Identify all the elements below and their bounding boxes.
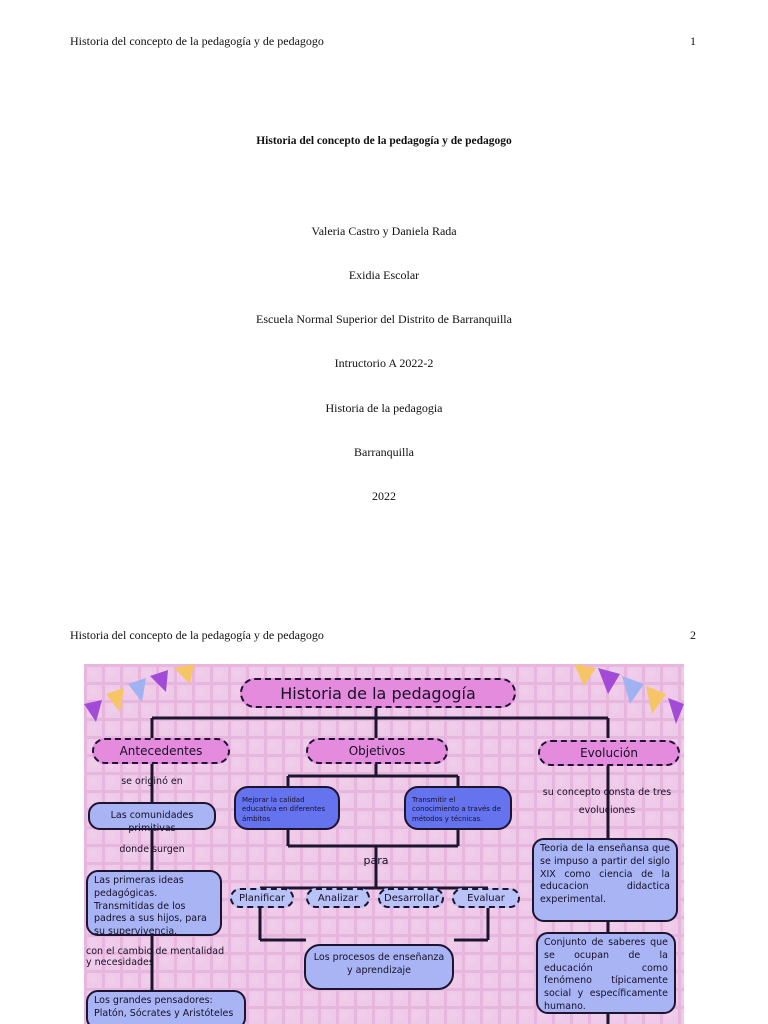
verb-analizar: Analizar [306,888,370,908]
verb-desarrollar: Desarrollar [378,888,444,908]
objetivos-box-1: Mejorar la calidad educativa en diferent… [234,786,340,830]
antecedentes-heading: Antecedentes [92,738,230,764]
right-bunting-icon [574,664,684,724]
title-page: Historia del concepto de la pedagogía y … [70,34,696,503]
year: 2022 [372,489,396,503]
evolucion-link: su concepto consta de tres evoluciones [542,787,672,817]
concept-map: Historia de la pedagogía Antecedentes se… [84,664,684,1024]
antecedentes-link-2: donde surgen [119,844,185,855]
antecedentes-box-2: Las primeras ideas pedagógicas. Transmit… [86,870,222,937]
evolucion-box-2: Conjunto de saberes que se ocupan de la … [536,932,676,1014]
evolucion-box-1: Teoria de la enseñansa que se impuso a p… [532,838,678,922]
verb-evaluar: Evaluar [452,888,520,908]
antecedentes-box-3: Los grandes pensadores: Platón, Sócrates… [86,990,246,1024]
institution: Escuela Normal Superior del Distrito de … [256,312,512,326]
verb-planificar: Planificar [230,888,294,908]
document-title: Historia del concepto de la pedagogía y … [256,135,512,147]
antecedentes-box-1: Las comunidades primitivas [88,802,216,834]
objetivos-heading: Objetivos [306,738,448,764]
topic: Historia de la pedagogia [325,401,443,415]
course: Intructorio A 2022-2 [334,356,434,370]
subject: Exidia Escolar [348,268,420,282]
page-number: 1 [690,34,696,48]
city: Barranquilla [354,445,414,459]
page-number: 2 [690,628,696,642]
objetivos-box-3: Los procesos de enseñanza y aprendizaje [304,944,454,990]
running-head: Historia del concepto de la pedagogía y … [70,34,324,48]
map-title: Historia de la pedagogía [240,678,516,708]
authors: Valeria Castro y Daniela Rada [311,224,457,238]
connector-lines [150,706,610,1024]
objetivos-box-2: Transmitir el conocimiento a través de m… [404,786,512,830]
antecedentes-link-1: se originó en [121,776,183,787]
objetivos-link: para [363,854,389,867]
left-bunting-icon [84,664,194,722]
bunting-decoration [84,664,684,1024]
antecedentes-link-3: con el cambio de mentalidad y necesidade… [86,946,225,968]
running-head: Historia del concepto de la pedagogía y … [70,628,324,642]
evolucion-heading: Evolución [538,740,680,766]
